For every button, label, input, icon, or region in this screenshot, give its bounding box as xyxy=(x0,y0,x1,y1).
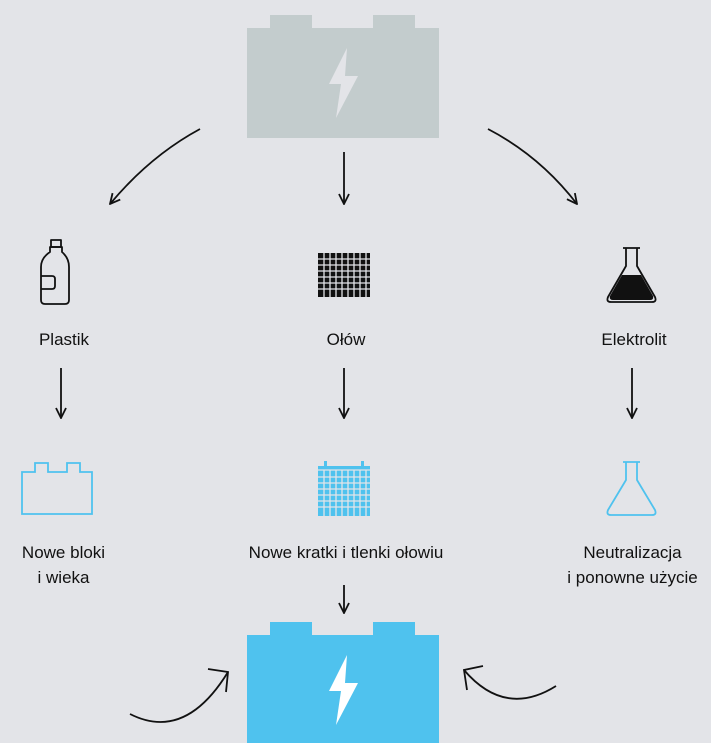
label-plastik: Plastik xyxy=(38,330,90,349)
empty-flask-icon xyxy=(606,461,657,516)
label-neutralizacja-line2: i ponowne użycie xyxy=(567,568,698,587)
arrowhead-left-into-battery xyxy=(207,668,229,693)
label-neutralizacja: Neutralizacja i ponowne użycie xyxy=(554,540,711,590)
arrowhead-right-into-battery xyxy=(462,665,484,691)
arrow-nowe-bloki-to-bottom-battery-real xyxy=(129,671,229,723)
blue-battery-icon xyxy=(247,622,439,743)
label-nowe-bloki-line2: i wieka xyxy=(37,568,90,587)
arrow-top-right xyxy=(487,128,577,204)
lead-grid-icon xyxy=(318,253,370,297)
label-neutralizacja-line1: Neutralizacja xyxy=(583,543,682,562)
label-nowe-kratki: Nowe kratki i tlenki ołowiu xyxy=(248,543,444,562)
label-elektrolit: Elektrolit xyxy=(601,330,667,349)
filled-flask-icon xyxy=(606,247,657,303)
blue-grid-icon xyxy=(318,461,370,516)
battery-outline-icon xyxy=(21,462,93,515)
gray-battery-icon xyxy=(247,15,439,138)
arrow-top-left xyxy=(110,128,201,204)
label-olow: Ołów xyxy=(326,330,366,349)
label-nowe-bloki: Nowe bloki i wieka xyxy=(0,540,127,590)
label-nowe-bloki-line1: Nowe bloki xyxy=(21,543,106,562)
arrow-neutralizacja-to-bottom-battery xyxy=(463,669,557,700)
plastic-bottle-icon xyxy=(40,239,70,305)
